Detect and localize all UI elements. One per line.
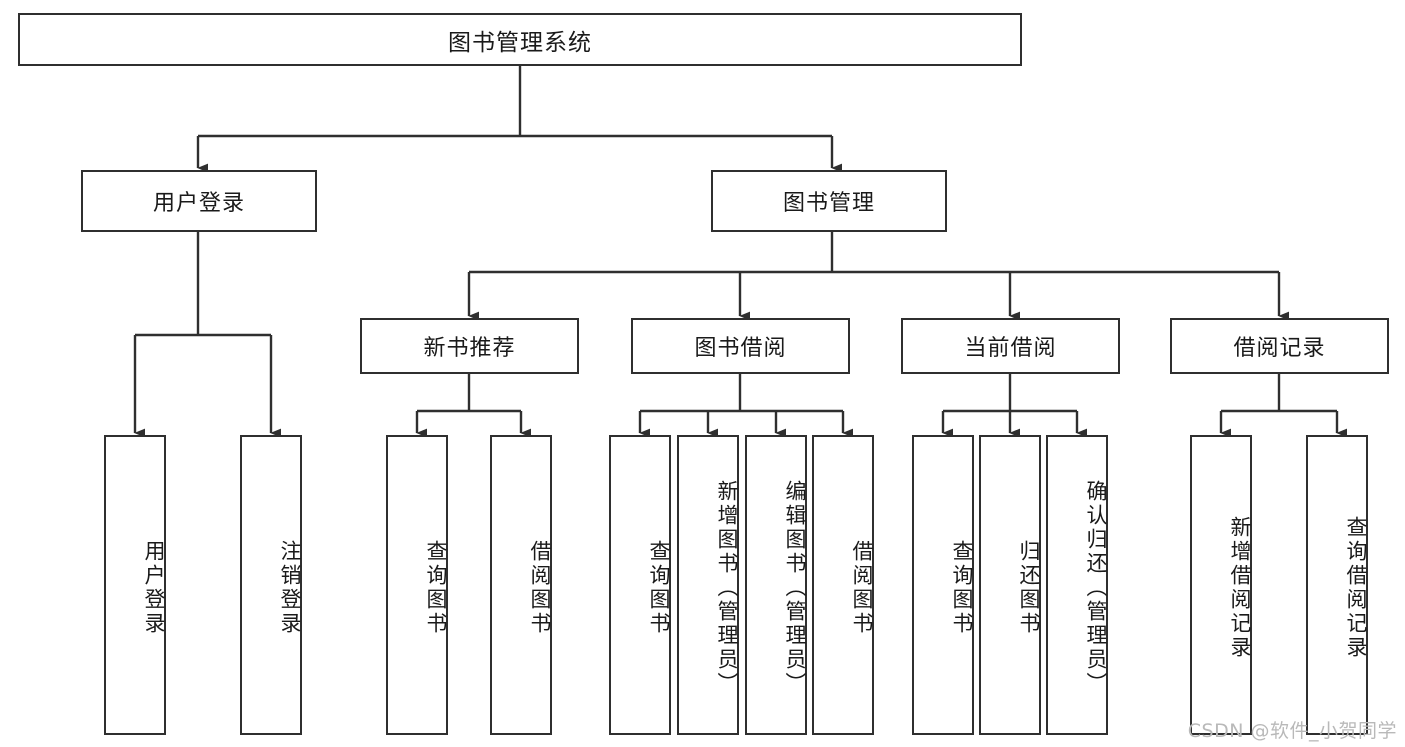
node-label: 新增借阅记录 <box>1228 516 1252 660</box>
leaf-record-add-record[interactable]: 新增借阅记录 <box>1190 435 1252 735</box>
leaf-current-return-book[interactable]: 归还图书 <box>979 435 1041 735</box>
node-label: 查询图书 <box>647 540 671 636</box>
node-book-borrow[interactable]: 图书借阅 <box>631 318 850 374</box>
node-borrow-record[interactable]: 借阅记录 <box>1170 318 1389 374</box>
leaf-borrow-query-book[interactable]: 查询图书 <box>609 435 671 735</box>
node-label: 用户登录 <box>142 540 166 636</box>
node-label: 用户登录 <box>152 191 245 216</box>
node-user-login[interactable]: 用户登录 <box>81 170 317 232</box>
node-label: 查询图书 <box>424 540 448 636</box>
node-label: 编辑图书（管理员） <box>783 480 807 696</box>
leaf-current-query-book[interactable]: 查询图书 <box>912 435 974 735</box>
leaf-borrow-add-book-admin[interactable]: 新增图书（管理员） <box>677 435 739 735</box>
node-label: 新书推荐 <box>423 336 516 361</box>
leaf-borrow-borrow-book[interactable]: 借阅图书 <box>812 435 874 735</box>
node-root-system[interactable]: 图书管理系统 <box>18 13 1022 66</box>
node-label: 归还图书 <box>1017 540 1041 636</box>
leaf-borrow-edit-book-admin[interactable]: 编辑图书（管理员） <box>745 435 807 735</box>
node-label: 借阅记录 <box>1233 336 1326 361</box>
node-label: 图书管理 <box>782 191 875 216</box>
node-label: 图书借阅 <box>694 336 787 361</box>
node-label: 新增图书（管理员） <box>715 480 739 696</box>
node-label: 确认归还（管理员） <box>1084 480 1108 696</box>
leaf-record-query-record[interactable]: 查询借阅记录 <box>1306 435 1368 735</box>
node-label: 借阅图书 <box>528 540 552 636</box>
leaf-user-login-signin[interactable]: 用户登录 <box>104 435 166 735</box>
leaf-user-login-signout[interactable]: 注销登录 <box>240 435 302 735</box>
leaf-current-confirm-return-admin[interactable]: 确认归还（管理员） <box>1046 435 1108 735</box>
node-label: 查询借阅记录 <box>1344 516 1368 660</box>
node-label: 借阅图书 <box>850 540 874 636</box>
node-label: 注销登录 <box>278 540 302 636</box>
node-book-management[interactable]: 图书管理 <box>711 170 947 232</box>
node-current-borrow[interactable]: 当前借阅 <box>901 318 1120 374</box>
leaf-recommend-query-book[interactable]: 查询图书 <box>386 435 448 735</box>
node-label: 当前借阅 <box>964 336 1057 361</box>
node-new-book-recommend[interactable]: 新书推荐 <box>360 318 579 374</box>
leaf-recommend-borrow-book[interactable]: 借阅图书 <box>490 435 552 735</box>
node-label: 图书管理系统 <box>448 29 592 56</box>
node-label: 查询图书 <box>950 540 974 636</box>
